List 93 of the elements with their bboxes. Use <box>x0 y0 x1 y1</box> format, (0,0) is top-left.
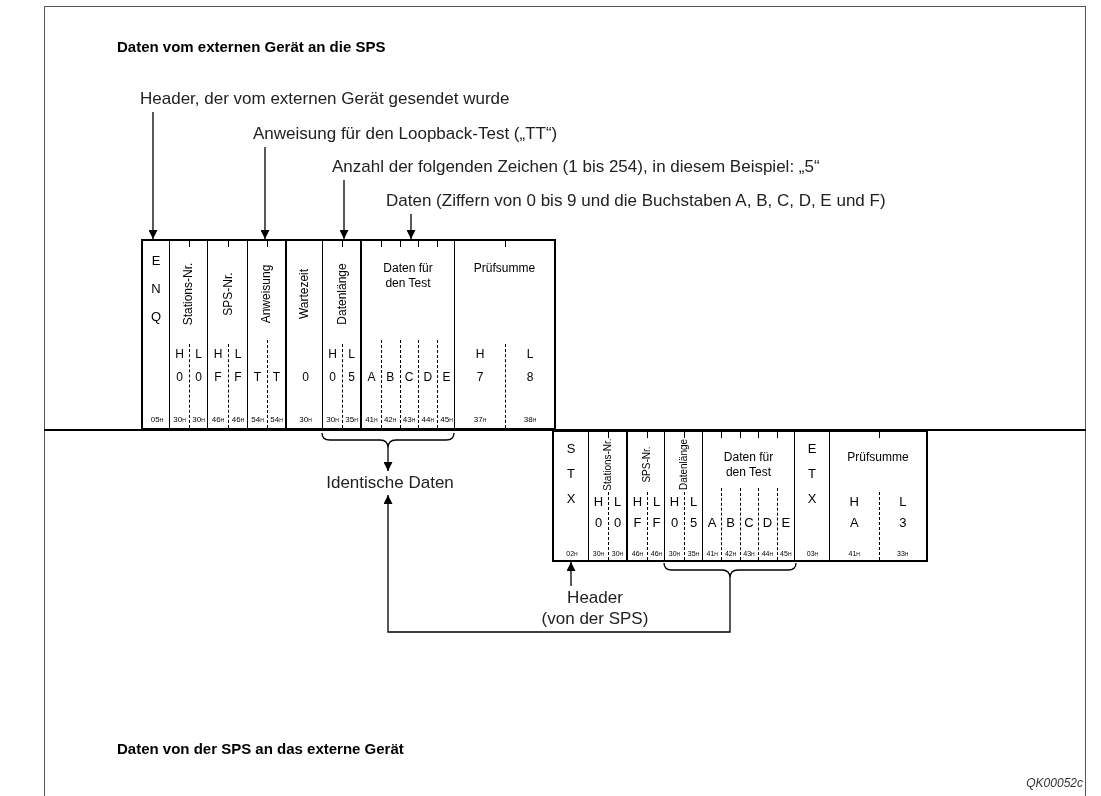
field-value: F <box>633 514 642 533</box>
field-value: A <box>707 514 717 533</box>
field-label: Datenlänge <box>333 263 350 325</box>
frame-field <box>794 430 829 562</box>
field-value: T <box>272 369 281 386</box>
field-label: Wartezeit <box>296 268 313 320</box>
arrow <box>148 111 158 240</box>
frame-field <box>454 239 556 430</box>
field-label: Prüfsumme <box>846 450 910 465</box>
frame-field <box>588 430 626 562</box>
field-value: H <box>475 346 485 363</box>
field-value: 0 <box>195 369 202 386</box>
field-value: H <box>593 493 604 512</box>
frame-field <box>829 430 928 562</box>
field-value: C <box>404 369 414 386</box>
field-value: H <box>213 346 223 363</box>
field-value: F <box>234 369 242 386</box>
annotation-text: Anweisung für den Loopback-Test („TT“) <box>253 123 558 145</box>
field-value: H <box>632 493 643 512</box>
section-heading: Daten von der SPS an das externe Gerät <box>117 739 404 759</box>
frame-field <box>247 239 285 430</box>
field-value: L <box>526 346 534 363</box>
field-value: A <box>367 369 376 386</box>
curly-brace <box>663 562 797 579</box>
field-value: E <box>781 514 791 533</box>
field-value: F <box>214 369 222 386</box>
field-value: 3 <box>899 514 907 533</box>
field-value: L <box>613 493 622 512</box>
field-value: 7 <box>476 369 484 386</box>
field-label: STX <box>565 440 577 508</box>
field-value: B <box>386 369 395 386</box>
field-value: L <box>689 493 698 512</box>
field-label: SPS-Nr. <box>219 272 236 316</box>
frame-field <box>285 239 322 430</box>
diagram-title: Daten vom externen Gerät an die SPS <box>117 37 386 57</box>
field-label: Prüfsumme <box>472 261 537 276</box>
frame-field <box>552 430 588 562</box>
field-value: A <box>849 514 859 533</box>
field-value: 0 <box>329 369 336 386</box>
field-label: Datenlänge <box>677 438 690 490</box>
annotation-text: Header (von der SPS) <box>541 587 649 629</box>
figure-code: QK00052c <box>1026 775 1083 792</box>
frame-field <box>322 239 360 430</box>
annotation-text: Daten (Ziffern von 0 bis 9 und die Buchstaben A, B, C, D, E und F) <box>386 190 886 212</box>
field-value: 0 <box>594 514 603 533</box>
field-value: H <box>849 493 859 512</box>
curly-brace <box>321 432 455 449</box>
field-label: ETX <box>806 440 818 508</box>
frame-field <box>702 430 794 562</box>
field-value: B <box>726 514 735 533</box>
field-label: ENQ <box>149 252 163 326</box>
field-label: SPS-Nr. <box>639 445 653 483</box>
field-value: L <box>234 346 242 363</box>
field-label: Stations-Nr. <box>601 437 614 491</box>
arrow <box>383 494 731 633</box>
field-value: 0 <box>613 514 622 533</box>
field-value: H <box>328 346 337 363</box>
field-label: Daten für den Test <box>382 261 434 291</box>
field-value: C <box>744 514 754 533</box>
field-value: 5 <box>689 514 698 533</box>
field-value: H <box>175 346 184 363</box>
field-value: L <box>348 346 355 363</box>
frame-field <box>360 239 454 430</box>
arrow <box>383 447 393 472</box>
arrow <box>260 146 270 240</box>
field-value: E <box>442 369 451 386</box>
field-value: 0 <box>176 369 183 386</box>
field-value: L <box>195 346 202 363</box>
annotation-text: Anzahl der folgenden Zeichen (1 bis 254), in diesem Beispiel: „5“ <box>332 156 820 178</box>
field-label: Stations-Nr. <box>180 262 197 326</box>
field-value: 0 <box>302 369 309 386</box>
field-value: 0 <box>670 514 679 533</box>
field-value: L <box>899 493 907 512</box>
arrow <box>566 561 576 587</box>
field-value: D <box>423 369 433 386</box>
arrow <box>406 213 416 240</box>
frame-field <box>626 430 664 562</box>
field-value: 8 <box>526 369 534 386</box>
arrow <box>339 179 349 240</box>
field-value: D <box>762 514 773 533</box>
field-value: T <box>253 369 262 386</box>
frame-field <box>207 239 247 430</box>
annotation-text: Header, der vom externen Gerät gesendet wurde <box>140 88 510 110</box>
field-label: Daten für den Test <box>722 450 775 480</box>
frame-field <box>169 239 207 430</box>
field-label: Anweisung <box>258 264 275 324</box>
frame-field <box>141 239 169 430</box>
field-value: H <box>669 493 680 512</box>
field-value: L <box>652 493 661 512</box>
field-value: 5 <box>348 369 355 386</box>
frame-field <box>664 430 702 562</box>
field-value: F <box>652 514 661 533</box>
annotation-text: Identische Daten <box>326 472 454 494</box>
